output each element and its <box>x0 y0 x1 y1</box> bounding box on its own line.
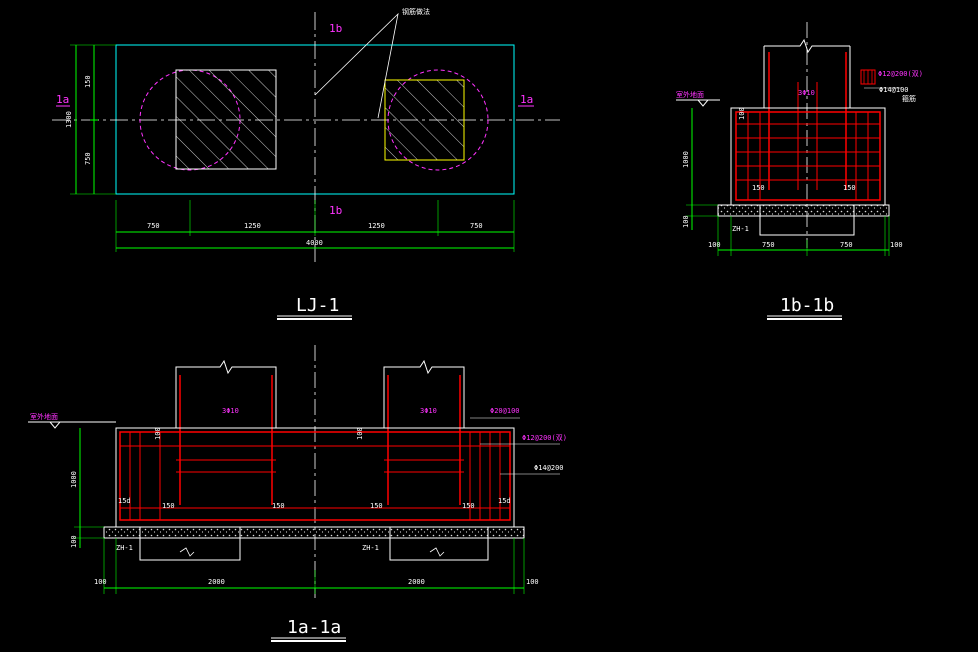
sa-pile-left-break <box>179 547 195 557</box>
plan-title: LJ-1 <box>296 295 339 316</box>
sa-dim-top-right: 100 <box>356 427 364 440</box>
sa-pile-right <box>389 527 489 561</box>
sa-rebar-right: 3Φ10 <box>420 407 437 415</box>
sb-cover-right: 150 <box>843 184 856 192</box>
sa-pile-left <box>139 527 241 561</box>
sa-title: 1a-1a <box>287 617 341 638</box>
sa-dim-bottom-2: 2000 <box>208 578 225 586</box>
sa-stirrup-outer <box>119 431 511 521</box>
plan-section-1a-right: 1a <box>520 93 533 106</box>
plan-leader-line <box>314 12 399 119</box>
sb-dim-bottom-4: 100 <box>890 241 903 249</box>
sb-title: 1b-1b <box>780 295 834 316</box>
sb-rebar-right-1: Φ12@200(双) <box>878 70 923 78</box>
plan-view: 钢筋做法 1a 1a 1b 1b 1300 150 750 750 1250 1… <box>52 7 560 320</box>
sa-cover-3: 150 <box>370 502 383 510</box>
sb-gravel-base <box>717 204 890 217</box>
section-1b-view: 室外地面 3Φ10 Φ12@200(双) Φ14@100 箍筋 150 150 … <box>676 22 923 320</box>
sa-dim-bottom-4: 100 <box>526 578 539 586</box>
plan-dim-bottom-3: 1250 <box>368 222 385 230</box>
sb-stirrup-outer <box>735 111 881 201</box>
sa-column-right <box>383 359 465 428</box>
sa-level-label: 室外地面 <box>30 412 58 421</box>
plan-dim-bottom-1: 750 <box>147 222 160 230</box>
sb-dim-height: 1000 <box>682 151 690 168</box>
sa-gravel-base <box>103 526 525 539</box>
sa-cover-4: 150 <box>462 502 475 510</box>
sb-level-label: 室外地面 <box>676 90 704 99</box>
sa-rebar-left: 3Φ10 <box>222 407 239 415</box>
sa-pad-label-left: ZH-1 <box>116 544 133 552</box>
sa-rebar-grid <box>120 432 510 520</box>
plan-dim-bottom-2: 1250 <box>244 222 261 230</box>
sa-cover-2: 150 <box>272 502 285 510</box>
sa-column-left <box>175 359 277 428</box>
sb-dim-base: 100 <box>682 215 690 228</box>
sa-dim-height: 1000 <box>70 471 78 488</box>
sa-callout-1: Φ20@100 <box>490 407 520 415</box>
plan-column-left <box>175 69 277 170</box>
sb-rebar-grid <box>736 112 880 200</box>
sa-dim-top-left: 100 <box>154 427 162 440</box>
sb-rebar-top-label: 3Φ10 <box>798 89 815 97</box>
sa-callout-3: Φ14@200 <box>534 464 564 472</box>
plan-dim-left-top: 150 <box>84 75 92 88</box>
sb-rebar-right-2: Φ14@100 <box>879 86 909 94</box>
sa-dim-bottom-3: 2000 <box>408 578 425 586</box>
section-1a-view: 室外地面 3Φ10 3Φ10 Φ20@100 Φ12@200(双) Φ14@20… <box>28 345 567 642</box>
plan-section-1b-top: 1b <box>329 22 342 35</box>
plan-section-1b-bottom: 1b <box>329 204 342 217</box>
sa-dim-bottom-1: 100 <box>94 578 107 586</box>
sb-pad-label: ZH-1 <box>732 225 749 233</box>
sa-level-triangle <box>48 421 62 429</box>
sb-cover-left: 150 <box>752 184 765 192</box>
sb-dim-top: 100 <box>738 107 746 120</box>
sa-callout-2: Φ12@200(双) <box>522 434 567 442</box>
sa-pad-label-right: ZH-1 <box>362 544 379 552</box>
plan-dim-left-total: 1300 <box>65 111 73 128</box>
plan-section-1a-left: 1a <box>56 93 69 106</box>
sb-column-break <box>764 38 850 54</box>
sa-anchor-right: 15d <box>498 497 511 505</box>
plan-dim-total: 4000 <box>306 239 323 247</box>
sa-pile-right-break <box>429 547 445 557</box>
sa-dim-base: 100 <box>70 535 78 548</box>
sb-dim-bottom-1: 100 <box>708 241 721 249</box>
sb-dim-bottom-3: 750 <box>840 241 853 249</box>
plan-leader-note: 钢筋做法 <box>402 7 430 16</box>
sb-dim-bottom-2: 750 <box>762 241 775 249</box>
plan-dim-bottom-4: 750 <box>470 222 483 230</box>
sb-rebar-right-3: 箍筋 <box>902 94 916 103</box>
sa-cover-1: 150 <box>162 502 175 510</box>
plan-column-right <box>384 79 465 161</box>
plan-dim-left-bottom: 750 <box>84 152 92 165</box>
sa-anchor-left: 15d <box>118 497 131 505</box>
sb-level-triangle <box>696 99 710 107</box>
